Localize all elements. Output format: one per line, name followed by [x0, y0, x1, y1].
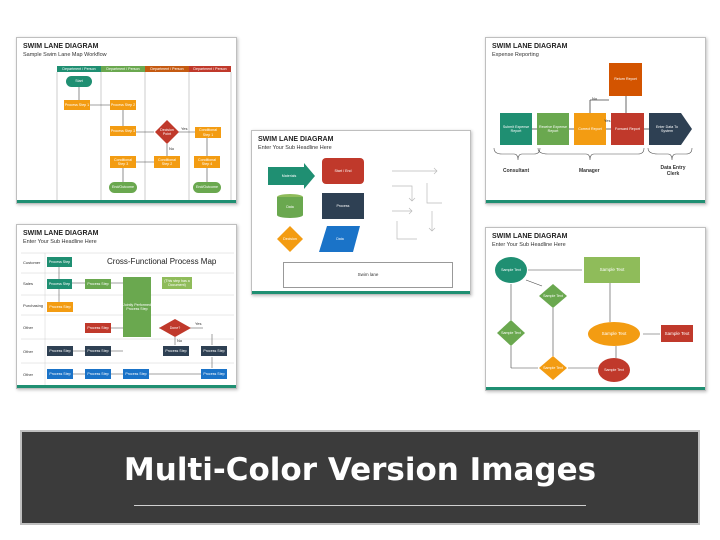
- no-label: No: [169, 146, 175, 151]
- lane-label-other-1: Other: [23, 325, 34, 330]
- end-outcome-1: End/Outcome: [109, 182, 137, 193]
- sample-text-oval: Sample Text: [601, 331, 627, 337]
- slide-title: SWIM LANE DIAGRAM: [492, 43, 568, 50]
- sample-text-diamond-3: Sample Text: [543, 365, 563, 370]
- process-step: Process Step: [201, 369, 227, 379]
- conditional-step-3: Conditional Step 3: [110, 156, 136, 168]
- slide-thumbnail-2[interactable]: SWIM LANE DIAGRAM Expense Reporting Subm…: [485, 37, 706, 204]
- sample-text-box-green: Sample Text: [584, 257, 640, 283]
- yes-label: Yes: [195, 321, 202, 326]
- process-step: Process Step: [47, 369, 73, 379]
- lane-label-customer: Customer: [23, 260, 41, 265]
- process-step: Process Step: [85, 369, 111, 379]
- enter-data-to-system: Enter Data To System: [656, 124, 678, 133]
- lane-header-3: Department / Person: [145, 66, 189, 72]
- data-entry-clerk-label: Data Entry Clerk: [660, 165, 686, 177]
- process-step: Process Step: [85, 346, 111, 356]
- slide-subtitle: Enter Your Sub Headline Here: [258, 145, 332, 151]
- conditional-step-4: Conditional Step 4: [194, 156, 220, 168]
- accent-bar: [17, 385, 236, 388]
- process-step: Process Step: [85, 323, 111, 333]
- process-step: Process Step: [85, 279, 111, 289]
- accent-bar: [252, 291, 470, 294]
- banner-title: Multi-Color Version Images: [123, 452, 597, 488]
- process-step: Process Step: [163, 346, 189, 356]
- slide-title: SWIM LANE DIAGRAM: [23, 230, 99, 237]
- expense-flow-lines: [493, 96, 693, 161]
- banner-underline: [134, 505, 586, 506]
- decision-shape: Decision: [283, 236, 297, 241]
- slide-subtitle: Expense Reporting: [492, 52, 539, 58]
- no-label: No: [177, 338, 183, 343]
- forward-report: Forward Report: [611, 113, 644, 145]
- document-step: (This step has a Document): [162, 277, 192, 289]
- slide-thumbnail-5[interactable]: SWIM LANE DIAGRAM Enter Your Sub Headlin…: [485, 227, 706, 391]
- slide-thumbnail-4[interactable]: SWIM LANE DIAGRAM Enter Your Sub Headlin…: [16, 224, 237, 389]
- lane-header-2: Department / Person: [101, 66, 145, 72]
- end-outcome-2: End/Outcome: [193, 182, 221, 193]
- start-end-shape: Start / End: [322, 158, 364, 184]
- process-step: Process Step: [47, 346, 73, 356]
- start-node: Start: [66, 76, 92, 87]
- consultant-label: Consultant: [503, 168, 530, 174]
- slide-title: SWIM LANE DIAGRAM: [492, 233, 568, 240]
- lane-header-4: Department / Person: [189, 66, 231, 72]
- slide-title: SWIM LANE DIAGRAM: [258, 136, 334, 143]
- process-step: Process Step: [47, 257, 72, 267]
- decision-point: Decision Point: [160, 127, 174, 136]
- manager-label: Manager: [579, 168, 600, 174]
- return-report: Return Report: [609, 63, 642, 96]
- process-step-2: Process Step 2: [110, 100, 136, 110]
- data-parallelogram-shape: Data: [336, 236, 344, 241]
- swimlane-workflow-lines: [56, 72, 232, 200]
- slide-thumbnail-3[interactable]: SWIM LANE DIAGRAM Enter Your Sub Headlin…: [251, 130, 471, 295]
- process-step: Process Step: [201, 346, 227, 356]
- lane-label-sales: Sales: [23, 281, 34, 286]
- slide-title: SWIM LANE DIAGRAM: [23, 43, 99, 50]
- yes-label: Yes: [604, 118, 611, 123]
- sample-text-circle: Sample Text: [604, 367, 624, 372]
- process-shape: Process: [322, 193, 364, 219]
- materials-shape: Materials: [281, 173, 297, 178]
- slide-subtitle: Sample Swim Lane Map Workflow: [23, 52, 107, 58]
- slide-subtitle: Enter Your Sub Headline Here: [23, 239, 97, 245]
- lane-label-purchasing: Purchasing: [23, 303, 44, 308]
- swim-lane-box: Swim lane: [283, 262, 453, 288]
- slide-subtitle: Enter Your Sub Headline Here: [492, 242, 566, 248]
- process-step-3: Process Step 3: [110, 126, 136, 136]
- sample-text-start: Sample Text: [501, 267, 521, 272]
- conditional-step-1: Conditional Step 1: [195, 127, 221, 138]
- jointly-performed-step: Jointly Performed Process Step: [123, 277, 151, 337]
- no-label: No: [592, 96, 598, 101]
- correct-report: Correct Report: [574, 113, 606, 145]
- sample-text-diamond-2: Sample Text: [501, 330, 521, 335]
- slide-thumbnail-1[interactable]: SWIM LANE DIAGRAM Sample Swim Lane Map W…: [16, 37, 237, 204]
- accent-bar: [486, 387, 705, 390]
- process-step: Process Step: [123, 369, 149, 379]
- process-step: Process Step: [47, 279, 72, 289]
- decision-done: Done?: [169, 325, 181, 330]
- title-banner: Multi-Color Version Images: [20, 430, 700, 525]
- accent-bar: [486, 200, 705, 203]
- lane-label-other-3: Other: [23, 372, 34, 377]
- receive-expense-report: Receive Expense Report: [537, 113, 569, 145]
- lane-label-other-2: Other: [23, 349, 34, 354]
- shapes-legend: [268, 163, 442, 252]
- process-step: Process Step: [47, 302, 73, 312]
- data-cylinder-shape: Data: [286, 204, 294, 209]
- sample-text-diamond-1: Sample Text: [543, 293, 563, 298]
- accent-bar: [17, 200, 236, 203]
- process-step-1: Process Step 1: [64, 100, 90, 110]
- lane-header-1: Department / Person: [57, 66, 101, 72]
- sample-flow-shapes: [495, 257, 660, 382]
- map-title: Cross-Functional Process Map: [107, 257, 217, 266]
- yes-label: Yes: [181, 126, 188, 131]
- sample-text-box-red: Sample Text: [661, 325, 693, 342]
- conditional-step-2: Conditional Step 2: [154, 156, 180, 168]
- process-map-grid: [21, 252, 234, 385]
- submit-expense-report: Submit Expense Report: [500, 113, 532, 145]
